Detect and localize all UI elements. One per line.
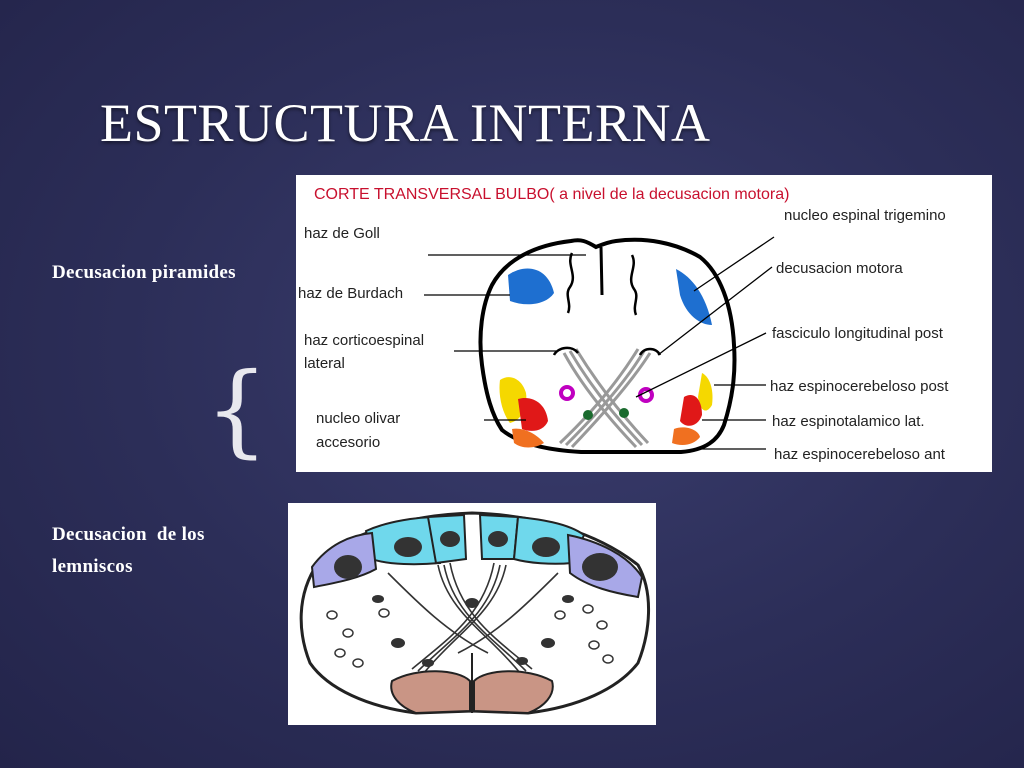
nucleus-dark-lav-right (582, 553, 618, 581)
nucleus-green-right (619, 408, 629, 418)
label-haz-burdach: haz de Burdach (298, 285, 403, 302)
diagram-bulbo-decusacion-motora: CORTE TRANSVERSAL BULBO( a nivel de la d… (296, 175, 992, 472)
nucleus-magenta-right (638, 387, 654, 403)
label-nucleo-olivar-1: nucleo olivar (316, 410, 400, 427)
posterior-intermediate-sulcus-right (629, 254, 638, 316)
nucleus-dark-cyan-3 (488, 531, 508, 547)
page-title: ESTRUCTURA INTERNA (100, 93, 711, 153)
section-label-lemniscos-line2: lemniscos (52, 556, 133, 577)
posterior-median-sulcus (599, 246, 604, 296)
brace-glyph: { (205, 351, 269, 468)
posterior-intermediate-sulcus-left (566, 252, 575, 314)
small-nuclei-dark (372, 595, 574, 667)
tract-blue-left (508, 268, 554, 305)
diagram-heading: CORTE TRANSVERSAL BULBO( a nivel de la d… (314, 186, 789, 203)
lemniscal-decussation-fibers (387, 562, 559, 674)
nucleus-dark-lav-left (334, 555, 362, 579)
pyramid-right (473, 670, 554, 715)
diagram-decusacion-lemniscos (288, 503, 656, 725)
tract-red-right (680, 395, 702, 426)
central-canal-left (552, 346, 579, 356)
section-label-piramides: Decusacion piramides (52, 262, 236, 283)
left-leader-lines (424, 254, 586, 421)
tract-orange-right (672, 427, 700, 445)
label-haz-corticoespinal-1: haz corticoespinal (304, 332, 424, 349)
label-nucleo-olivar-2: accesorio (316, 434, 380, 451)
nucleus-dark-cyan-4 (532, 537, 560, 557)
tract-red-left (518, 397, 548, 431)
label-haz-corticoespinal-2: lateral (304, 355, 345, 372)
tract-yellow-right (698, 373, 713, 411)
motor-decussation-fibers (558, 348, 652, 449)
label-nucleo-espinal-trigemino: nucleo espinal trigemino (784, 207, 946, 224)
tract-orange-left (512, 428, 544, 448)
nucleus-dark-cyan-2 (440, 531, 460, 547)
tract-yellow-left (499, 377, 527, 423)
central-canal-right (638, 347, 662, 356)
diagram-bulbo-svg: CORTE TRANSVERSAL BULBO( a nivel de la d… (298, 186, 949, 463)
label-haz-espinocerebeloso-ant: haz espinocerebeloso ant (774, 446, 946, 463)
label-haz-goll: haz de Goll (304, 225, 380, 242)
label-fasciculo-longitudinal-post: fasciculo longitudinal post (772, 325, 944, 342)
right-leader-lines (635, 236, 775, 450)
section-label-lemniscos-line1: Decusacion de los (52, 524, 205, 545)
nucleus-green-left (583, 410, 593, 420)
nucleus-dark-cyan-1 (394, 537, 422, 557)
tract-blue-right (676, 269, 712, 325)
section-label-lemniscos: Decusacion de los lemniscos (52, 519, 205, 583)
label-haz-espinocerebeloso-post: haz espinocerebeloso post (770, 378, 949, 395)
label-haz-espinotalamico-lat: haz espinotalamico lat. (772, 413, 925, 430)
label-decusacion-motora: decusacion motora (776, 260, 903, 277)
small-nuclei-outlines (326, 604, 614, 668)
nucleus-magenta-left (559, 385, 575, 401)
diagram-lemniscos-svg (299, 511, 651, 715)
pyramid-left (390, 670, 471, 715)
